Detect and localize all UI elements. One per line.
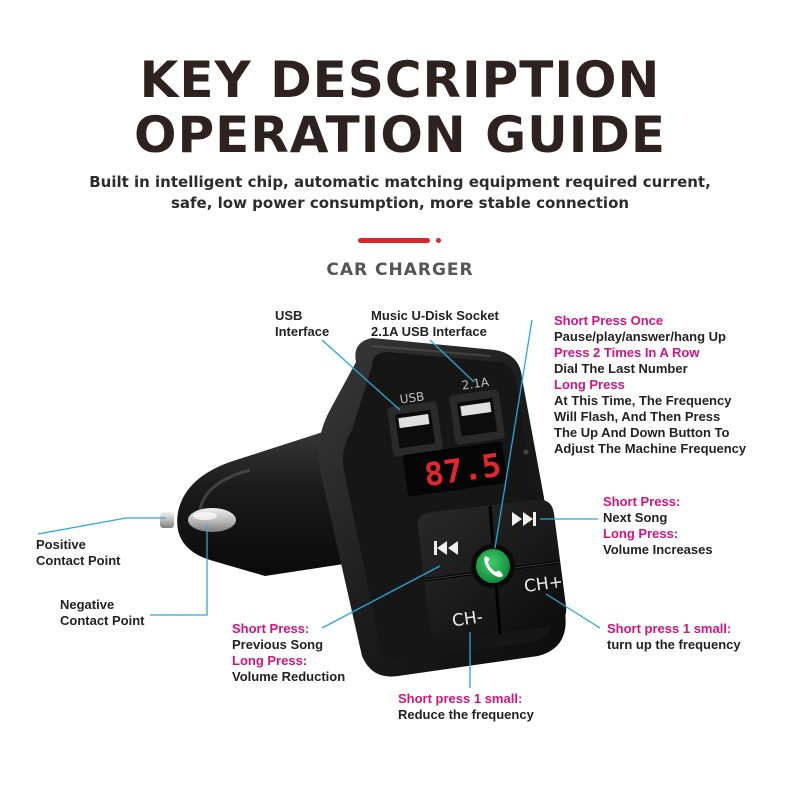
ch-minus-label: Short press 1 small: Reduce the frequenc… (398, 691, 534, 722)
divider-dot (436, 238, 441, 243)
leader-music-socket (429, 339, 475, 383)
previous-button[interactable] (434, 541, 458, 555)
negative-contact-label: Negative Contact Point (60, 597, 145, 628)
title-line-1: KEY DESCRIPTION (139, 51, 661, 109)
indicator-led (523, 449, 529, 455)
positive-contact-label: Positive Contact Point (36, 537, 121, 568)
ch-minus-button[interactable]: CH- (451, 607, 484, 631)
next-button[interactable] (512, 512, 536, 526)
ch-plus-label: Short press 1 small: turn up the frequen… (607, 621, 741, 652)
usb-interface-label: USB Interface (275, 308, 330, 339)
leader-negative-contact (150, 526, 208, 616)
prev-button-label: Short Press: Previous Song Long Press: V… (232, 621, 346, 684)
section-title: CAR CHARGER (326, 260, 474, 280)
port-2-1a-label: 2.1A (461, 375, 491, 393)
leader-call-button (494, 319, 533, 549)
call-button[interactable] (471, 544, 515, 588)
frequency-display: 87.5 (402, 441, 508, 497)
leader-positive-contact (37, 517, 166, 535)
phone-icon (484, 556, 503, 578)
usb-2-1a-port[interactable] (449, 389, 505, 445)
leader-usb (321, 339, 401, 411)
leader-lines (37, 319, 601, 688)
previous-track-icon (437, 541, 458, 555)
next-track-icon (512, 512, 533, 526)
usb-port-label: USB (399, 389, 425, 406)
subtitle-line-1: Built in intelligent chip, automatic mat… (89, 173, 711, 191)
subtitle-line-2: safe, low power consumption, more stable… (170, 194, 630, 212)
divider-bar (358, 238, 430, 243)
music-socket-label: Music U-Disk Socket 2.1A USB Interface (371, 308, 499, 339)
next-button-label: Short Press: Next Song Long Press: Volum… (603, 494, 713, 557)
leader-prev-button (321, 565, 441, 629)
title-line-2: OPERATION GUIDE (134, 106, 666, 164)
leader-ch-plus (545, 593, 601, 629)
usb-port[interactable] (387, 401, 443, 457)
center-button-label: Short Press Once Pause/play/answer/hang … (554, 313, 747, 456)
positive-contact-tip (188, 508, 236, 532)
negative-contact-spring (160, 512, 174, 528)
